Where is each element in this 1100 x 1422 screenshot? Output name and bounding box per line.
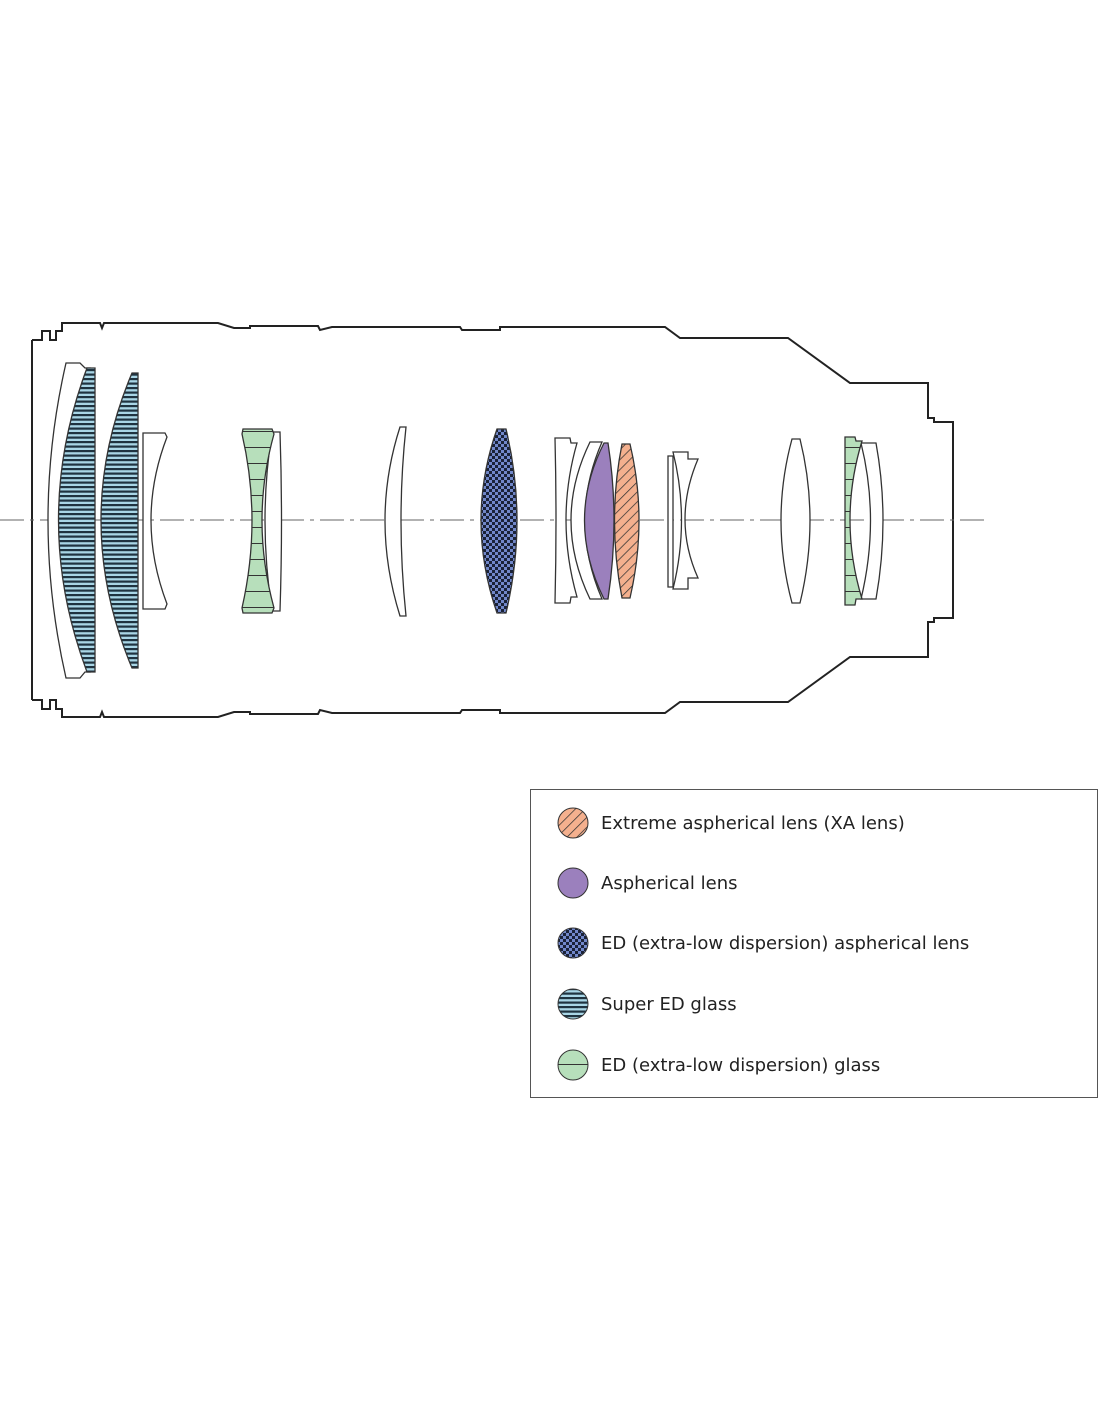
ed-aspherical-lens [480,428,518,614]
xa-lens [613,443,640,599]
lens-element-12 [667,455,674,588]
lens-element-16 [860,442,884,600]
legend-item-ed-aspherical: ED (extra-low dispersion) aspherical len… [557,927,969,959]
ed-lens-1 [241,428,275,614]
lens-element-13 [672,451,700,590]
super-ed-lens-2 [100,372,139,669]
lens-element-9 [554,437,578,604]
ed-glass-swatch-icon [557,1049,589,1081]
ed-lens-2 [844,436,863,606]
lens-element-6 [264,431,283,612]
legend-item-aspherical: Aspherical lens [557,867,738,899]
legend-item-xa: Extreme aspherical lens (XA lens) [557,807,905,839]
legend-label: Super ED glass [601,993,737,1015]
aspherical-lens-swatch-icon [557,867,589,899]
ed-aspherical-lens-swatch-icon [557,927,589,959]
legend-label: ED (extra-low dispersion) aspherical len… [601,932,970,954]
super-ed-glass-swatch-icon [557,988,589,1020]
legend-item-super-ed: Super ED glass [557,988,737,1020]
lens-element-7 [384,426,407,617]
legend-label: Aspherical lens [601,872,738,894]
aspherical-lens [583,442,615,600]
legend-item-ed: ED (extra-low dispersion) glass [557,1049,880,1081]
legend-label: Extreme aspherical lens (XA lens) [601,812,905,834]
lens-element-4 [142,432,168,610]
legend-label: ED (extra-low dispersion) glass [601,1054,881,1076]
xa-lens-swatch-icon [557,807,589,839]
legend: Extreme aspherical lens (XA lens) Aspher… [530,789,1098,1098]
lens-element-14 [780,438,811,604]
super-ed-lens-1 [57,367,96,673]
